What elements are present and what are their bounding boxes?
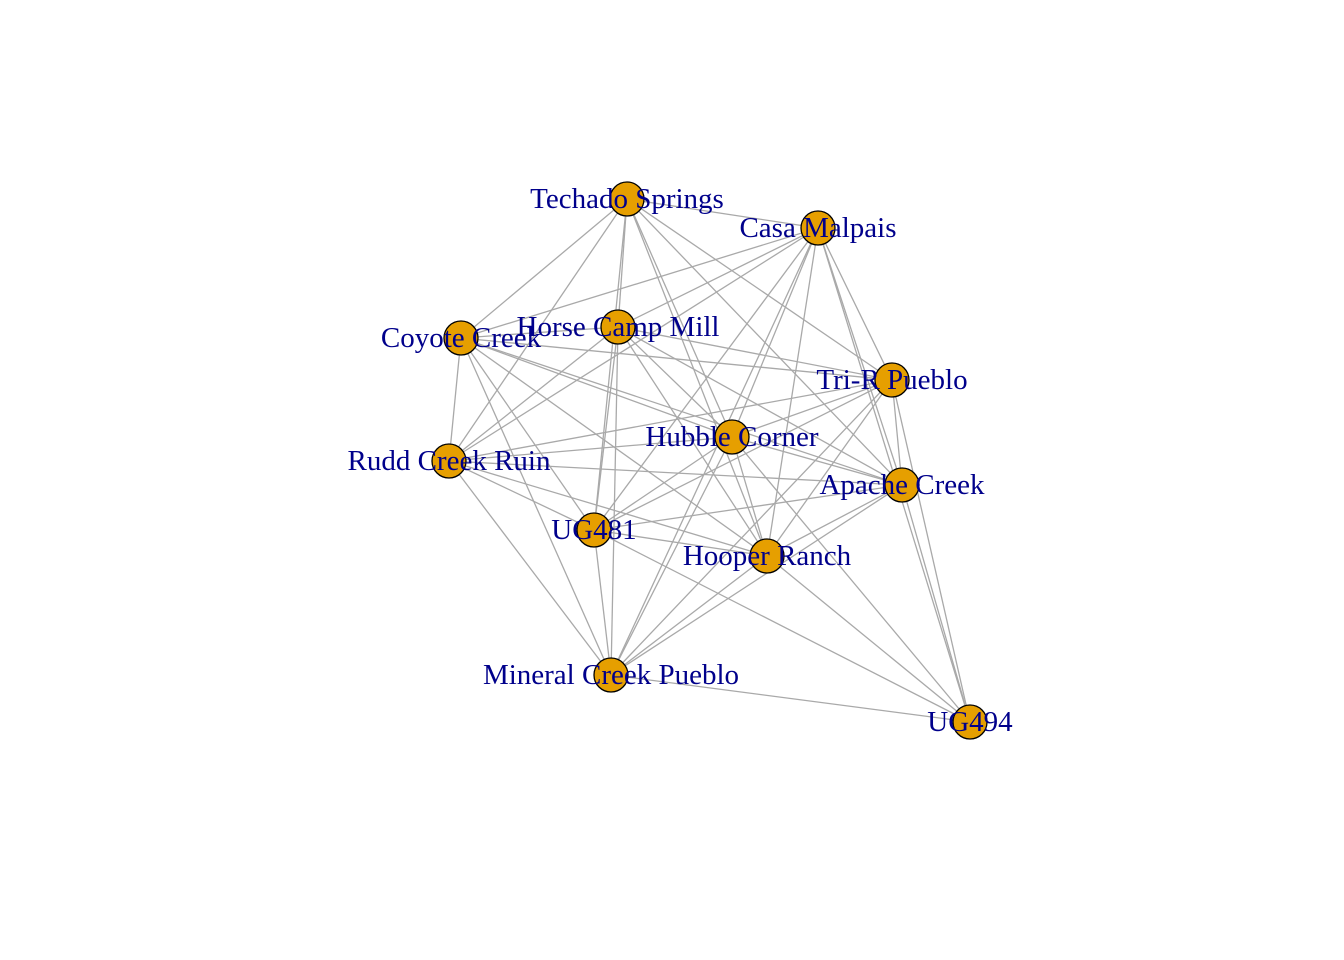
edge-ug481-hooper xyxy=(593,529,768,557)
edge-coyote-apache xyxy=(460,337,903,486)
node-label-ug494: UG494 xyxy=(927,706,1013,738)
edge-apache-hooper xyxy=(766,484,903,557)
edge-casa-apache xyxy=(817,227,903,486)
edge-techado-trir xyxy=(626,198,893,381)
node-coyote xyxy=(443,320,479,356)
edge-techado-coyote xyxy=(460,198,628,339)
node-label-casa: Casa Malpais xyxy=(739,212,896,244)
edge-casa-rudd xyxy=(448,227,819,462)
edge-ug481-ug494 xyxy=(593,529,971,723)
edge-coyote-hubble xyxy=(460,337,733,438)
edge-rudd-ug481 xyxy=(448,460,595,531)
edge-coyote-rudd xyxy=(448,337,462,462)
edge-casa-hubble xyxy=(731,227,819,438)
node-label-coyote: Coyote Creek xyxy=(381,322,542,354)
node-techado xyxy=(609,181,645,217)
edge-apache-ug481 xyxy=(593,484,903,531)
edge-coyote-ug481 xyxy=(460,337,595,531)
edge-horse-apache xyxy=(617,326,903,486)
edge-casa-mineral xyxy=(610,227,819,676)
edge-trir-rudd xyxy=(448,379,893,462)
node-label-ug481: UG481 xyxy=(551,514,636,546)
edge-casa-ug481 xyxy=(593,227,819,531)
node-rudd xyxy=(431,443,467,479)
edge-trir-ug481 xyxy=(593,379,893,531)
edge-techado-casa xyxy=(626,198,819,229)
edge-techado-rudd xyxy=(448,198,628,462)
node-ug481 xyxy=(576,512,612,548)
edge-horse-hooper xyxy=(617,326,768,557)
edge-horse-hubble xyxy=(617,326,733,438)
edge-hubble-mineral xyxy=(610,436,733,676)
edge-trir-hooper xyxy=(766,379,893,557)
edge-trir-hubble xyxy=(731,379,893,438)
edge-apache-ug494 xyxy=(901,484,971,723)
edge-horse-trir xyxy=(617,326,893,381)
edge-horse-ug481 xyxy=(593,326,619,531)
node-layer xyxy=(431,181,988,740)
edge-hubble-rudd xyxy=(448,436,733,462)
node-label-hooper: Hooper Ranch xyxy=(683,540,852,572)
edge-hooper-ug494 xyxy=(766,555,971,723)
edge-horse-rudd xyxy=(448,326,619,462)
edge-rudd-hooper xyxy=(448,460,768,557)
edge-trir-ug494 xyxy=(891,379,971,723)
edge-rudd-apache xyxy=(448,460,903,486)
edge-techado-ug481 xyxy=(593,198,628,531)
edge-casa-coyote xyxy=(460,227,819,339)
edge-coyote-trir xyxy=(460,337,893,381)
edge-hooper-mineral xyxy=(610,555,768,676)
node-label-mineral: Mineral Creek Pueblo xyxy=(483,659,739,691)
node-label-techado: Techado Springs xyxy=(530,183,724,215)
node-horse xyxy=(600,309,636,345)
node-label-apache: Apache Creek xyxy=(819,469,985,501)
edge-layer xyxy=(448,198,971,723)
node-ug494 xyxy=(952,704,988,740)
edge-hubble-ug481 xyxy=(593,436,733,531)
edge-ug481-mineral xyxy=(593,529,612,676)
edge-hubble-ug494 xyxy=(731,436,971,723)
edge-trir-mineral xyxy=(610,379,893,676)
node-casa xyxy=(800,210,836,246)
node-label-trir: Tri-R Pueblo xyxy=(816,364,967,396)
edge-horse-coyote xyxy=(460,326,619,339)
edge-techado-hooper xyxy=(626,198,768,557)
edge-horse-mineral xyxy=(610,326,619,676)
edge-rudd-mineral xyxy=(448,460,612,676)
edge-hubble-hooper xyxy=(731,436,768,557)
node-hubble xyxy=(714,419,750,455)
node-hooper xyxy=(749,538,785,574)
edge-casa-horse xyxy=(617,227,819,328)
edge-techado-hubble xyxy=(626,198,733,438)
edge-mineral-ug494 xyxy=(610,674,971,723)
node-label-hubble: Hubble Corner xyxy=(645,421,818,453)
node-label-rudd: Rudd Creek Ruin xyxy=(348,445,551,477)
edge-hubble-apache xyxy=(731,436,903,486)
edge-coyote-mineral xyxy=(460,337,612,676)
node-trir xyxy=(874,362,910,398)
node-apache xyxy=(884,467,920,503)
edge-apache-mineral xyxy=(610,484,903,676)
edge-casa-hooper xyxy=(766,227,819,557)
node-label-horse: Horse Camp Mill xyxy=(517,311,720,343)
node-mineral xyxy=(593,657,629,693)
edge-casa-trir xyxy=(817,227,893,381)
